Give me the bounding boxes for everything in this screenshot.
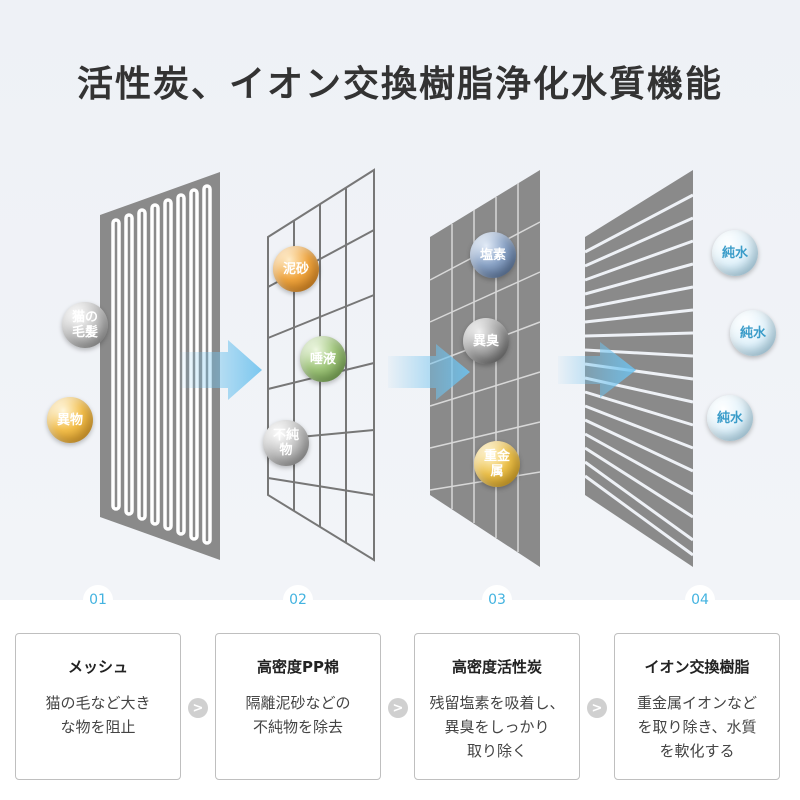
flow-arrow-3 <box>558 342 636 398</box>
step-card-2: 高密度PP棉 隔離泥砂などの 不純物を除去 <box>215 633 381 780</box>
pure-water-bubble-2: 純水 <box>730 310 776 356</box>
saliva-bubble: 唾液 <box>300 336 346 382</box>
cat-hair-bubble: 猫の毛髪 <box>62 302 108 348</box>
step-description: 重金属イオンなど を取り除き、水質 を軟化する <box>636 694 757 760</box>
step-number-3: 03 <box>482 585 512 615</box>
pure-water-bubble-1: 純水 <box>712 230 758 276</box>
step-title: イオン交換樹脂 <box>644 658 750 676</box>
chlorine-bubble: 塩素 <box>470 232 516 278</box>
sand-bubble: 泥砂 <box>273 246 319 292</box>
step-card-1: メッシュ 猫の毛など大き な物を阻止 <box>15 633 181 780</box>
pure-water-bubble-3: 純水 <box>707 395 753 441</box>
step-title: 高密度活性炭 <box>451 658 542 676</box>
separator-icon: > <box>587 698 607 718</box>
separator-icon: > <box>388 698 408 718</box>
step-number-1: 01 <box>83 585 113 615</box>
mesh-filter <box>100 172 220 560</box>
step-title: メッシュ <box>67 658 128 676</box>
separator-icon: > <box>188 698 208 718</box>
step-card-4: イオン交換樹脂 重金属イオンなど を取り除き、水質 を軟化する <box>614 633 780 780</box>
odor-bubble: 異臭 <box>463 318 509 364</box>
step-description: 猫の毛など大き な物を阻止 <box>45 694 151 736</box>
step-title: 高密度PP棉 <box>257 658 339 676</box>
step-description: 残留塩素を吸着し、 異臭をしっかり 取り除く <box>429 694 565 760</box>
heavy-metal-bubble: 重金属 <box>474 441 520 487</box>
foreign-bubble: 異物 <box>47 397 93 443</box>
impurity-bubble: 不純物 <box>263 420 309 466</box>
step-description: 隔離泥砂などの 不純物を除去 <box>245 694 351 736</box>
filter-diagram: 猫の毛髪 異物 泥砂 唾液 不純物 塩素 異臭 重金属 純水 純水 純水 <box>47 168 776 567</box>
step-card-3: 高密度活性炭 残留塩素を吸着し、 異臭をしっかり 取り除く <box>414 633 580 780</box>
flow-arrow-1 <box>180 340 262 400</box>
step-number-4: 04 <box>685 585 715 615</box>
flow-arrow-2 <box>388 344 470 400</box>
page-title: 活性炭、イオン交換樹脂浄化水質機能 <box>76 64 723 105</box>
step-number-2: 02 <box>283 585 313 615</box>
